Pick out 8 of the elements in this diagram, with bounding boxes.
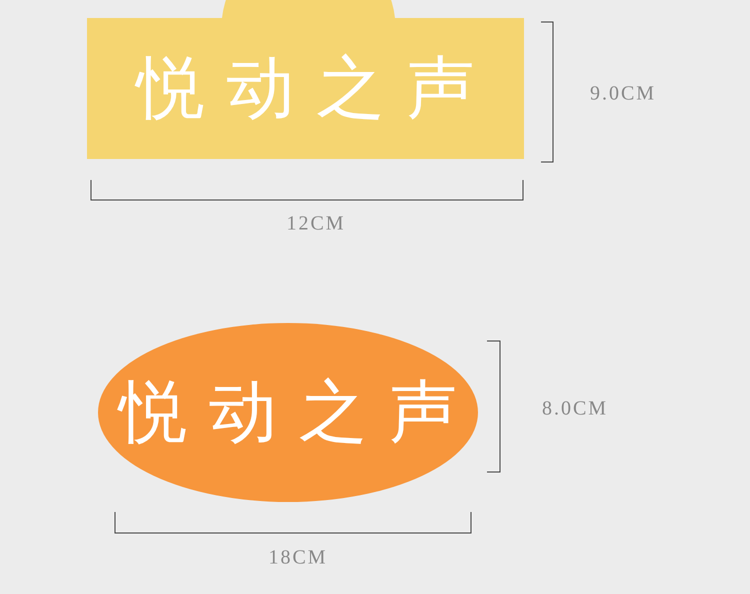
dimension-label: 18CM — [268, 546, 328, 570]
dimension-label: 9.0CM — [590, 82, 656, 106]
dimension-label: 8.0CM — [542, 398, 608, 420]
oval-sign — [98, 323, 478, 502]
dimension-label: 12CM — [286, 212, 346, 236]
sign-text: 悦动之声 — [134, 48, 496, 130]
sign-text: 悦动之声 — [116, 372, 479, 454]
sign-board — [87, 0, 524, 159]
